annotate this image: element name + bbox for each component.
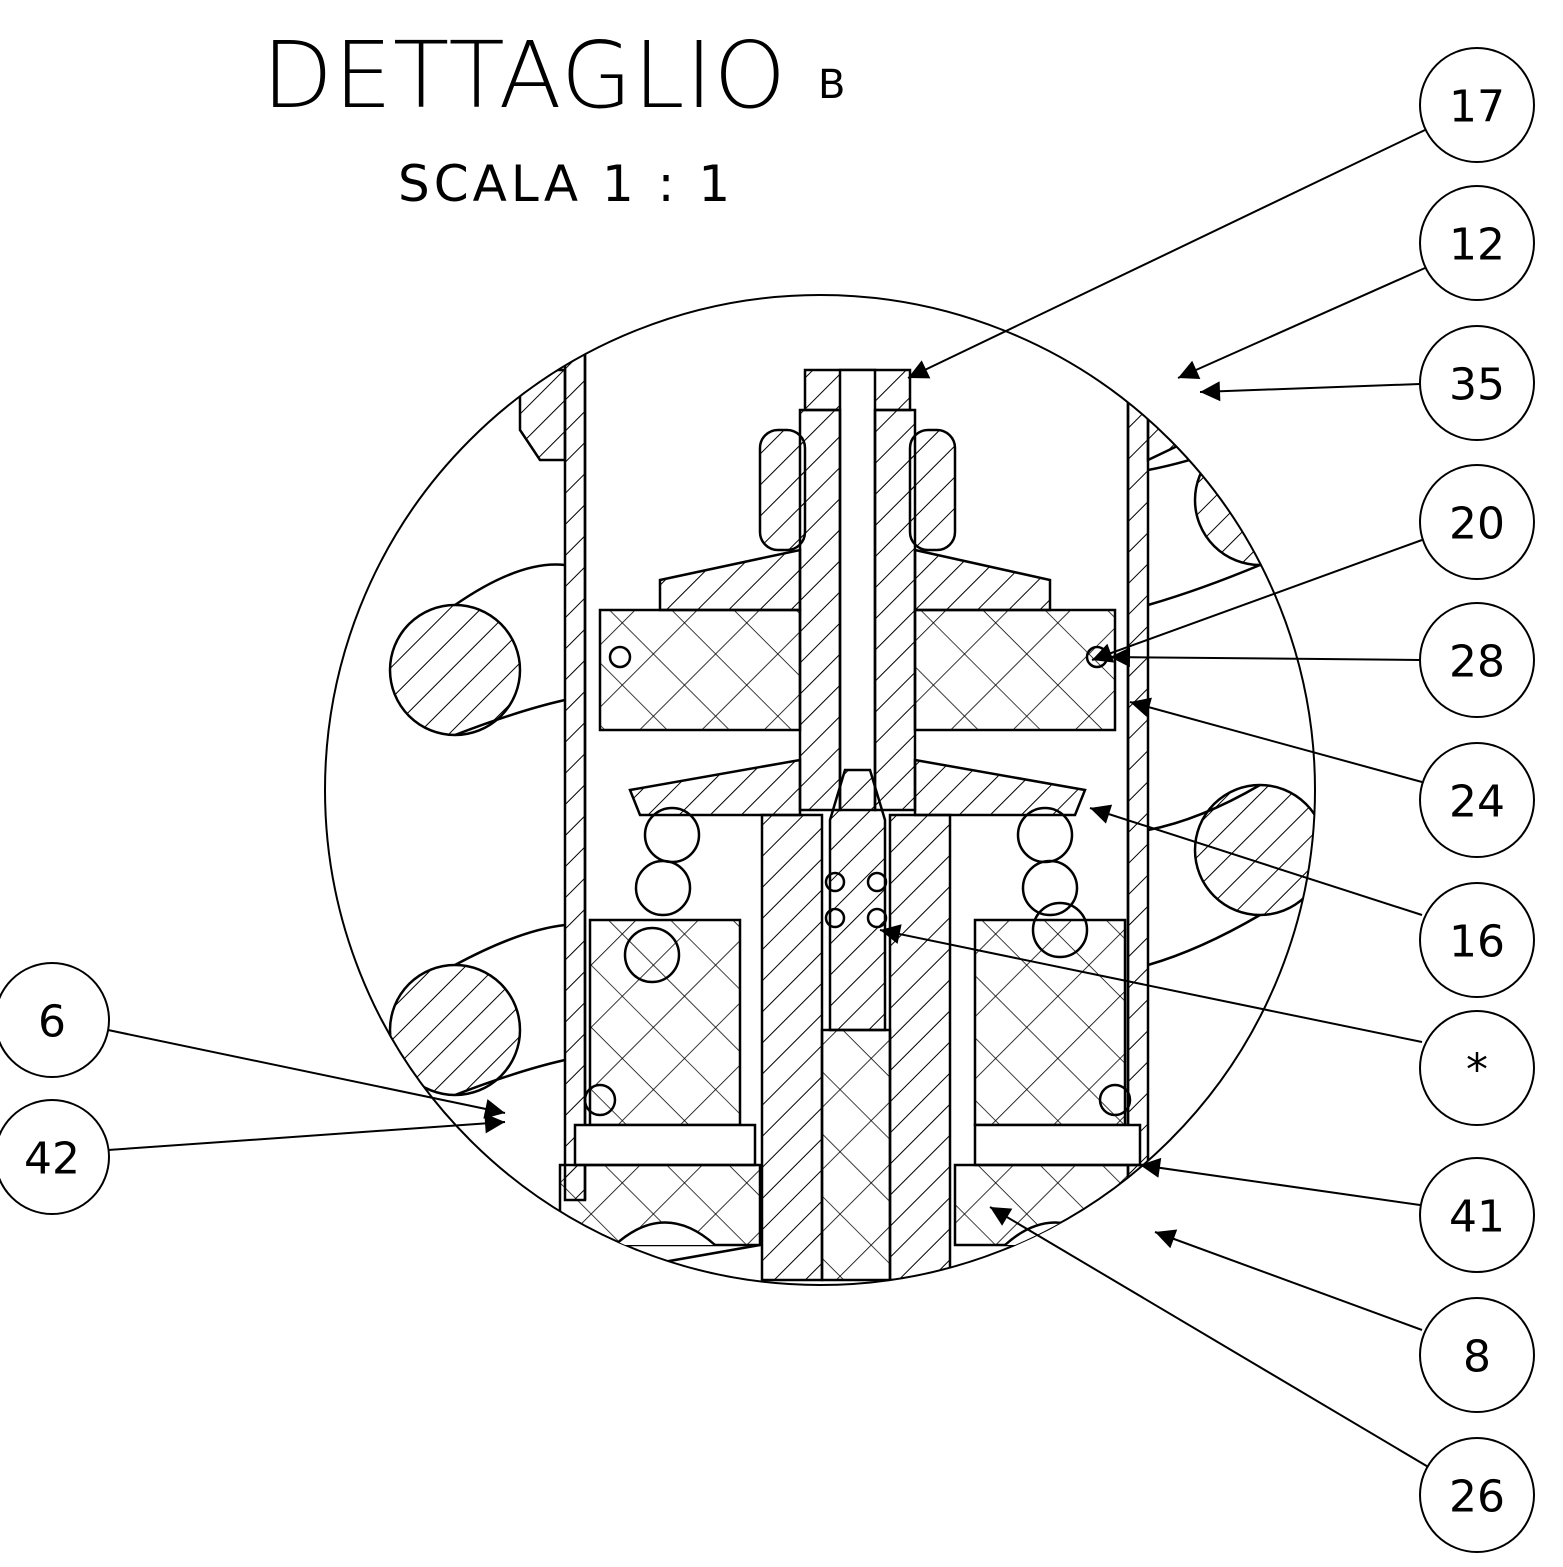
balloon-number: 26 xyxy=(1449,1472,1505,1523)
balloon-circle xyxy=(1419,1157,1535,1273)
balloon-circle xyxy=(1419,464,1535,580)
balloon-number: 35 xyxy=(1449,360,1505,411)
balloon-circle xyxy=(1419,185,1535,301)
balloon-number: * xyxy=(1466,1045,1488,1096)
balloon-number: 42 xyxy=(24,1134,80,1185)
balloons-right: 17 12 35 20 28 24 16 * 41 8 26 xyxy=(1419,47,1535,1553)
detail-title: DETTAGLIO xyxy=(262,22,788,129)
balloon-callout: 42 xyxy=(0,1099,110,1215)
balloon-number: 28 xyxy=(1449,637,1505,688)
balloon-number: 17 xyxy=(1449,82,1505,133)
balloon-callout: 35 xyxy=(1419,325,1535,441)
balloon-number: 20 xyxy=(1449,499,1505,550)
balloon-callout: 28 xyxy=(1419,602,1535,718)
balloon-callout: 24 xyxy=(1419,742,1535,858)
leader-lines xyxy=(107,129,1431,1469)
detail-letter: B xyxy=(818,62,846,108)
balloon-circle xyxy=(0,1099,110,1215)
balloon-callout: * xyxy=(1419,1010,1535,1126)
balloon-number: 6 xyxy=(38,997,66,1048)
balloon-circle xyxy=(1419,602,1535,718)
balloon-circle xyxy=(1419,882,1535,998)
balloon-number: 12 xyxy=(1449,220,1505,271)
balloon-number: 41 xyxy=(1449,1192,1505,1243)
balloon-callout: 12 xyxy=(1419,185,1535,301)
scale-label: SCALA 1 : 1 xyxy=(398,155,735,213)
balloon-circle xyxy=(1419,742,1535,858)
balloon-circle xyxy=(1419,325,1535,441)
section-geometry xyxy=(388,298,1315,1282)
balloon-number: 16 xyxy=(1449,917,1505,968)
balloon-circle xyxy=(1419,1010,1535,1126)
balloon-callout: 41 xyxy=(1419,1157,1535,1273)
balloon-callout: 17 xyxy=(1419,47,1535,163)
balloon-number: 8 xyxy=(1463,1332,1491,1383)
balloon-callout: 20 xyxy=(1419,464,1535,580)
balloons-left: 6 42 xyxy=(0,962,110,1215)
balloon-circle xyxy=(0,962,110,1078)
balloon-circle xyxy=(1419,1297,1535,1413)
balloon-number: 24 xyxy=(1449,777,1505,828)
balloon-callout: 26 xyxy=(1419,1437,1535,1553)
detail-circle xyxy=(324,294,1316,1286)
balloon-circle xyxy=(1419,47,1535,163)
balloon-callout: 6 xyxy=(0,962,110,1078)
balloon-circle xyxy=(1419,1437,1535,1553)
balloon-callout: 8 xyxy=(1419,1297,1535,1413)
balloon-callout: 16 xyxy=(1419,882,1535,998)
